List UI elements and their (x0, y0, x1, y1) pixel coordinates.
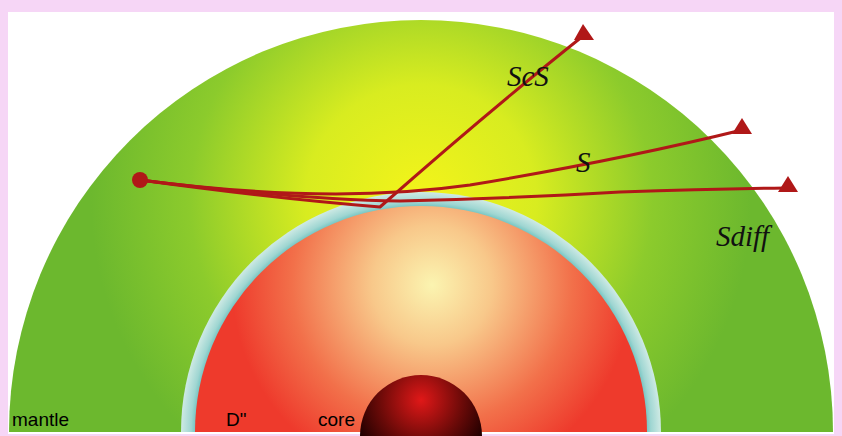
inner-core (360, 375, 482, 436)
scs-ray (140, 36, 583, 207)
ray-paths (140, 36, 786, 207)
source-dot (132, 172, 148, 188)
layer-label: core (318, 410, 355, 429)
white-panel (8, 12, 834, 434)
ray-label: S (576, 148, 591, 177)
layer-label: D" (226, 410, 246, 429)
s-ray (140, 130, 742, 194)
ray-label: Sdiff (716, 222, 769, 251)
receivers (574, 24, 798, 192)
receiver-triangle (732, 118, 752, 134)
ray-label: ScS (507, 62, 549, 91)
sdiff-ray (140, 180, 786, 201)
receiver-triangle (778, 176, 798, 192)
mantle-region (9, 20, 833, 432)
receiver-triangle (574, 24, 594, 40)
layer-label: mantle (12, 410, 69, 429)
